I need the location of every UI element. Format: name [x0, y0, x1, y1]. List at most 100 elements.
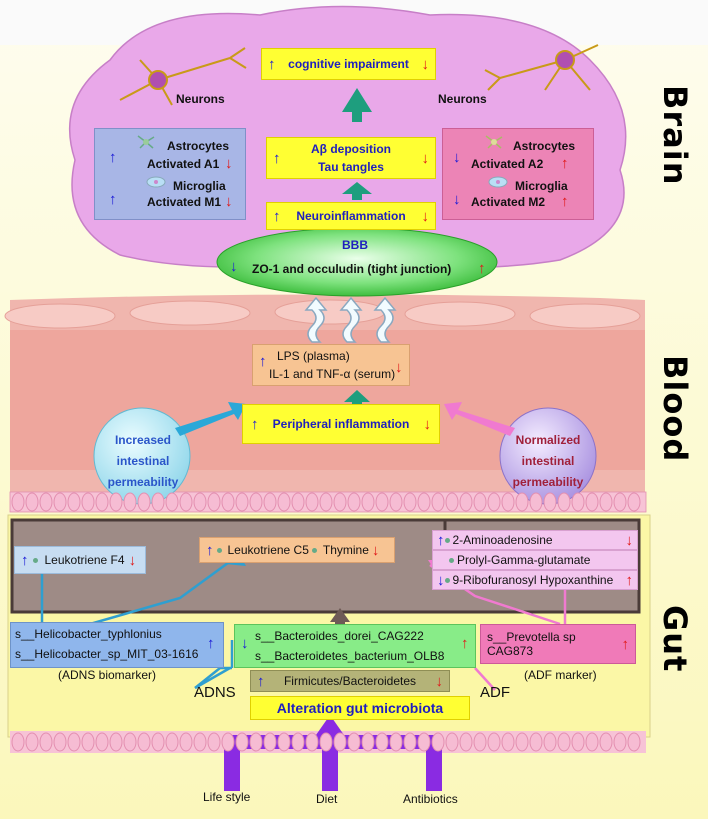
gut-lining-cell [487, 732, 501, 752]
cognitive-impairment-box: ↑ cognitive impairment ↓ [261, 48, 436, 80]
gut-lining-cell [53, 732, 67, 752]
gut-lining-cell [263, 732, 277, 752]
up-arrow-icon: ↑ [621, 635, 630, 653]
up-arrow-icon: ↑ [109, 149, 117, 166]
bubble-line: intestinal [116, 454, 170, 468]
il1-tnf-label: IL-1 and TNF-α (serum) [269, 367, 396, 381]
bbb-tight-junction-label: ZO-1 and occuludin (tight junction) [252, 262, 452, 276]
gut-lining-cell [109, 492, 123, 512]
microglia-icon [487, 175, 509, 189]
gut-lining-cell [431, 732, 445, 752]
bubble-line: permeability [107, 475, 179, 489]
gut-section-label: Gut [656, 605, 694, 673]
activated-m2-label: Activated M2 [471, 195, 546, 209]
bacteroidetes-bacterium-label: s__Bacteroidetes_bacterium_OLB8 [255, 649, 445, 663]
down-arrow-icon: ↓ [230, 258, 238, 275]
up-arrow-icon: ↑ [625, 571, 634, 589]
bacteroides-dorei-label: s__Bacteroides_dorei_CAG222 [255, 629, 424, 643]
abeta-tau-box: ↑ Aβ deposition Tau tangles ↓ [266, 137, 436, 179]
down-arrow-icon: ↓ [453, 191, 461, 208]
down-arrow-icon: ↓ [371, 541, 380, 559]
helicobacter-typhlonius-label: s__Helicobacter_typhlonius [15, 627, 162, 641]
down-arrow-icon: ↓ [421, 207, 430, 225]
aminoadenosine-label: 2-Aminoadenosine [452, 533, 553, 547]
gut-lining-cell [361, 732, 375, 752]
gut-lining-cell [333, 492, 347, 512]
gut-lining-cell [473, 732, 487, 752]
gut-lining-cell [347, 492, 361, 512]
up-arrow-icon: ↑ [273, 207, 281, 225]
gut-lining-cell [389, 492, 403, 512]
leukotriene-c5-thymine-box: ↑ Leukotriene C5 Thymine ↓ [199, 537, 395, 563]
gut-lining-cell [305, 492, 319, 512]
gut-lining-cell [529, 492, 543, 512]
gut-lining-cell [627, 732, 641, 752]
up-arrow-icon: ↑ [268, 55, 276, 73]
up-arrow-icon: ↑ [21, 551, 29, 569]
adf-label: ADF [480, 684, 510, 701]
peripheral-inflammation-box: ↑ Peripheral inflammation ↓ [242, 404, 440, 444]
activated-m1-label: Activated M1 [147, 195, 222, 209]
thymine-label: Thymine [322, 543, 369, 557]
gut-lining-cell [599, 492, 613, 512]
down-arrow-icon: ↓ [421, 149, 430, 167]
down-arrow-icon: ↓ [225, 155, 233, 172]
prolyl-gamma-glutamate-label: Prolyl-Gamma-glutamate [457, 553, 591, 567]
astrocytes-label: Astrocytes [167, 139, 230, 153]
microglia-icon [145, 175, 167, 189]
gut-lining-cell [613, 732, 627, 752]
adns-bacteria-box: s__Helicobacter_typhlonius s__Helicobact… [10, 622, 224, 668]
down-arrow-icon: ↓ [395, 359, 403, 376]
gut-lining-cell [361, 492, 375, 512]
neuroinflammation-box: ↑ Neuroinflammation ↓ [266, 202, 436, 230]
gut-lining-cell [487, 492, 501, 512]
metabolite-dot-icon [32, 557, 38, 563]
leukotriene-c5-label: Leukotriene C5 [227, 543, 309, 557]
gut-lining-cell [263, 492, 277, 512]
gut-lining-cell [193, 492, 207, 512]
gut-lining-cell [151, 492, 165, 512]
gut-lining-cell [585, 492, 599, 512]
down-arrow-icon: ↓ [128, 551, 137, 569]
up-arrow-icon: ↑ [206, 541, 214, 559]
gut-lining-cell [543, 492, 557, 512]
tau-tangles-label: Tau tangles [318, 160, 384, 174]
up-arrow-icon: ↑ [561, 155, 569, 172]
up-arrow-icon: ↑ [109, 191, 117, 208]
gut-lining-cell [557, 732, 571, 752]
metabolite-dot-icon [311, 547, 317, 553]
metabolite-dot-icon [216, 547, 222, 553]
gut-lining-cell [277, 732, 291, 752]
gut-lining-cell [571, 492, 585, 512]
gut-lining-cell [459, 492, 473, 512]
up-arrow-icon: ↑ [273, 149, 281, 167]
firmicutes-box: ↑ Firmicutes/Bacteroidetes ↓ [250, 670, 450, 692]
up-arrow-icon: ↑ [461, 635, 469, 652]
bbb-title: BBB [342, 238, 368, 252]
gut-lining-cell [333, 732, 347, 752]
gut-lining-cell [389, 732, 403, 752]
gut-lining-cell [557, 492, 571, 512]
blood-section-label: Blood [656, 355, 694, 463]
gut-lining-cell [109, 732, 123, 752]
down-arrow-icon: ↓ [241, 635, 249, 652]
microglia-label: Microglia [515, 179, 568, 193]
gut-lining-cell [445, 732, 459, 752]
metabolite-row: ↑ 2-Aminoadenosine ↓ [432, 530, 638, 550]
gut-lining-cell [207, 732, 221, 752]
up-arrow-icon: ↑ [259, 353, 267, 370]
bubble-line: intestinal [521, 454, 575, 468]
gut-lining-cell [291, 492, 305, 512]
brain-section-label: Brain [656, 85, 694, 186]
gut-lining-cell [95, 492, 109, 512]
metabolite-dot-icon [449, 557, 454, 563]
gut-lining-cell [67, 492, 81, 512]
firmicutes-label: Firmicutes/Bacteroidetes [283, 674, 417, 688]
up-arrow-icon: ↑ [257, 672, 265, 690]
metabolites-right-box: ↑ 2-Aminoadenosine ↓ Prolyl-Gamma-glutam… [432, 530, 638, 590]
astrocyte-icon [485, 135, 503, 149]
down-arrow-icon: ↓ [437, 571, 445, 589]
gut-lining-cell [207, 492, 221, 512]
down-arrow-icon: ↓ [225, 193, 233, 210]
ribofuranosyl-hypoxanthine-label: 9-Ribofuranosyl Hypoxanthine [452, 573, 614, 587]
